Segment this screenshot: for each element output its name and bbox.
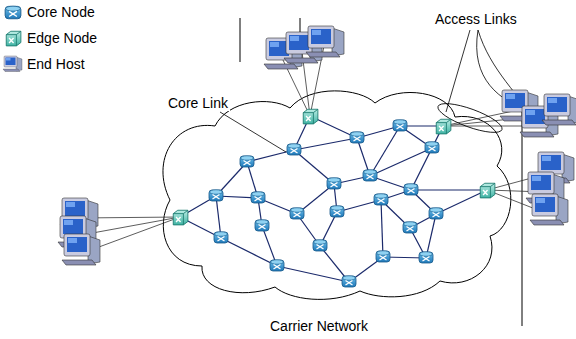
core-node bbox=[240, 156, 254, 167]
core-node bbox=[251, 192, 265, 203]
end-host bbox=[542, 94, 576, 125]
core-link bbox=[436, 190, 487, 214]
core-node bbox=[327, 178, 341, 189]
core-node bbox=[363, 170, 377, 181]
core-node bbox=[330, 206, 344, 217]
core-node bbox=[419, 252, 433, 263]
core-node bbox=[209, 190, 223, 201]
core-node bbox=[287, 144, 301, 155]
core-node bbox=[425, 142, 439, 153]
core-link bbox=[381, 200, 383, 257]
core-node bbox=[255, 220, 269, 231]
end-host bbox=[62, 234, 100, 265]
core-link bbox=[411, 189, 487, 190]
core-node bbox=[290, 208, 304, 219]
label-text: Carrier Network bbox=[268, 318, 370, 334]
label-text: Access Links bbox=[433, 11, 519, 27]
end-host bbox=[530, 194, 568, 225]
edge-node bbox=[303, 109, 318, 124]
core-node bbox=[270, 260, 284, 271]
core-link bbox=[294, 138, 357, 150]
core-node bbox=[376, 251, 390, 262]
end-host bbox=[306, 26, 344, 57]
core-node bbox=[214, 232, 228, 243]
edge-node bbox=[173, 210, 188, 225]
core-link bbox=[426, 214, 436, 258]
edge-node bbox=[436, 119, 451, 134]
core-node bbox=[393, 120, 407, 131]
core-node bbox=[403, 222, 417, 233]
core-link bbox=[370, 148, 432, 176]
core-node bbox=[404, 184, 418, 195]
edge-node bbox=[480, 183, 495, 198]
legend-text: Core Node bbox=[25, 4, 97, 20]
legend-text: End Host bbox=[25, 56, 87, 72]
core-node bbox=[429, 208, 443, 219]
core-node bbox=[350, 132, 364, 143]
core-node bbox=[342, 276, 356, 287]
core-node bbox=[374, 194, 388, 205]
legend-text: Edge Node bbox=[25, 30, 99, 46]
core-link bbox=[370, 126, 400, 176]
label-text: Core Link bbox=[166, 95, 230, 111]
core-node bbox=[313, 240, 327, 251]
